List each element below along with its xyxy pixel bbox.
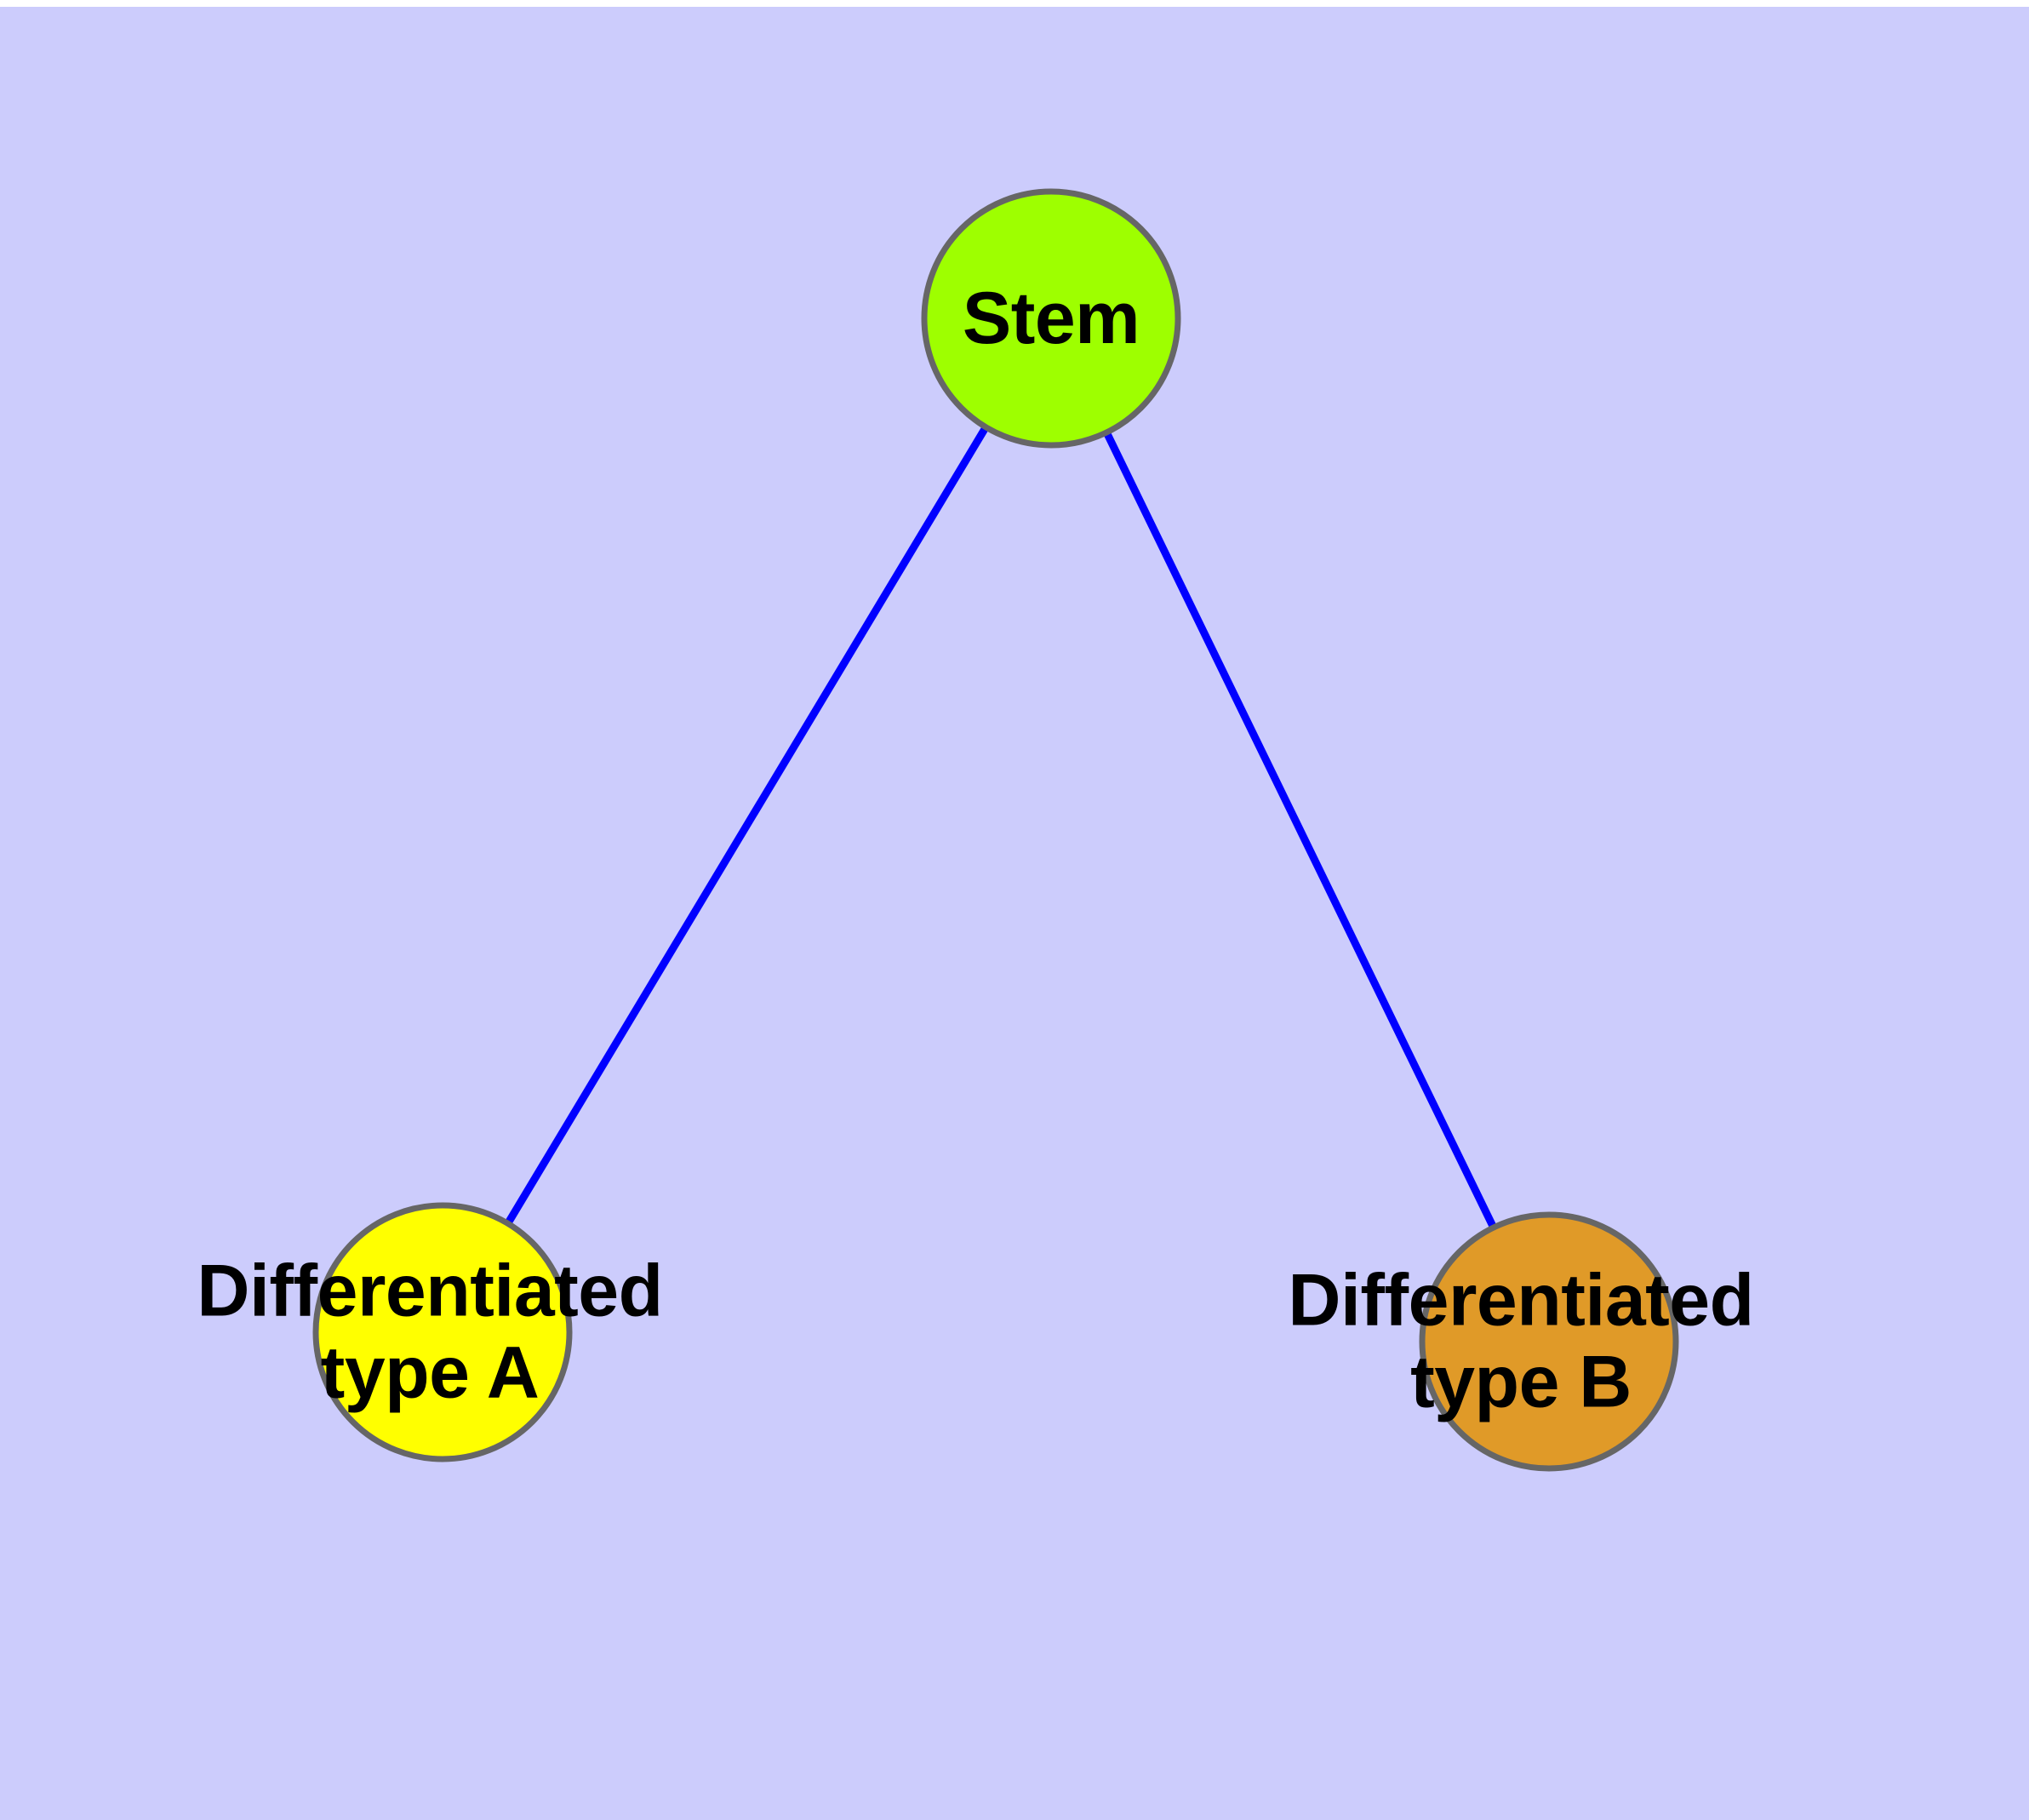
edge-stem-to-diff-b[interactable] [1047, 317, 1553, 1343]
node-diff-a[interactable] [312, 1202, 573, 1462]
node-diff-b[interactable] [1419, 1211, 1679, 1472]
node-layer [312, 188, 1679, 1472]
edge-layer [439, 316, 1553, 1343]
edge-stem-to-diff-a[interactable] [439, 316, 1055, 1335]
node-stem[interactable] [921, 188, 1181, 449]
